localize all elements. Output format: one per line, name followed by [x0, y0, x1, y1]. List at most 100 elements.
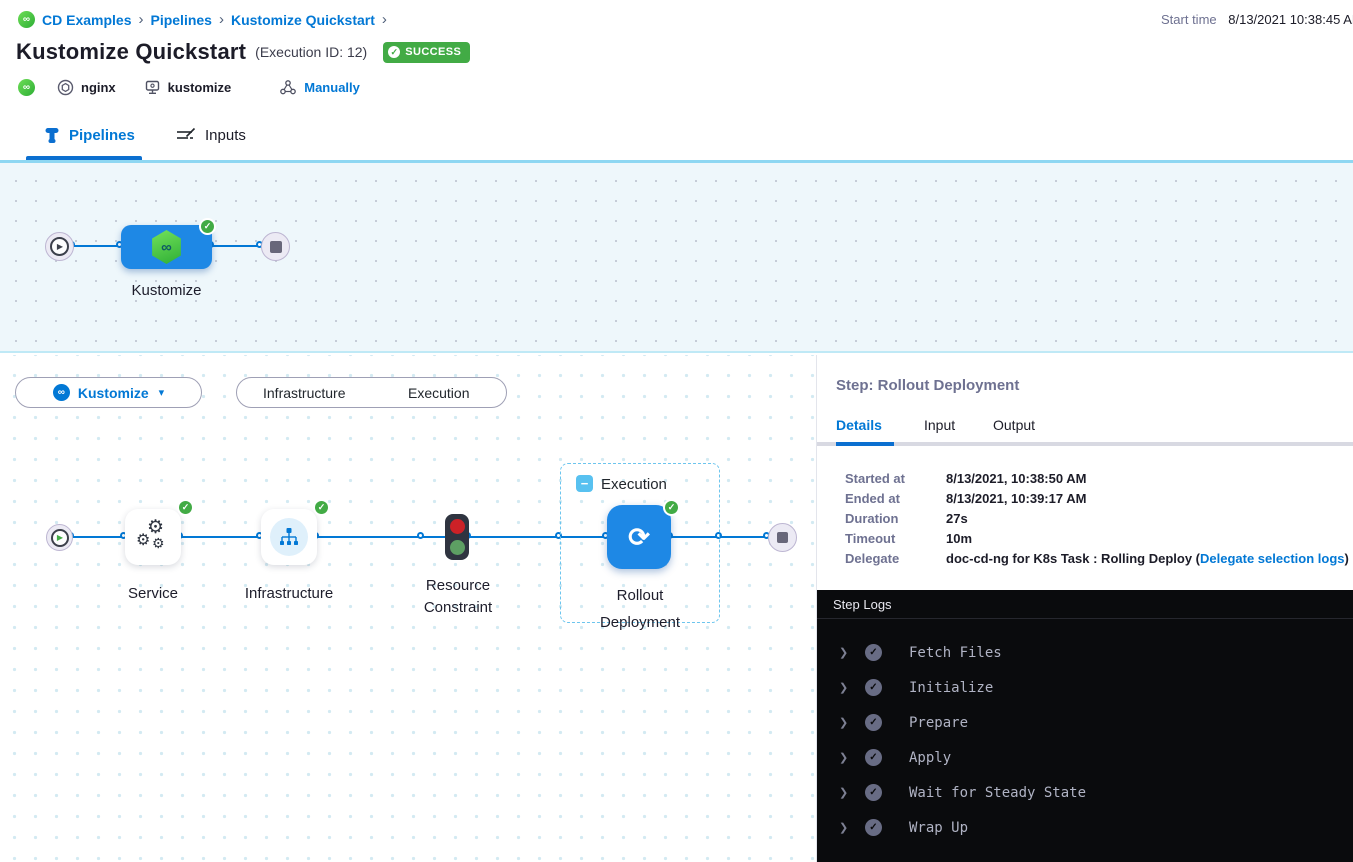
breadcrumb-pipelines[interactable]: Pipelines	[150, 11, 212, 28]
tab-inputs-label: Inputs	[205, 126, 246, 144]
step-detail-fields: Started at 8/13/2021, 10:38:50 AM Ended …	[845, 468, 1349, 568]
log-section-label: Prepare	[909, 714, 969, 731]
log-success-icon: ✓	[865, 644, 882, 661]
field-row-delegate: Delegate doc-cd-ng for K8s Task : Rollin…	[845, 548, 1349, 568]
tab-inputs[interactable]: Inputs	[176, 110, 246, 160]
stage-success-icon: ✓	[199, 218, 216, 235]
delegate-text: doc-cd-ng for K8s Task : Rolling Deploy …	[946, 550, 1200, 566]
log-row-initialize[interactable]: ❯ ✓ Initialize	[817, 670, 1353, 705]
log-row-wait-for-steady-state[interactable]: ❯ ✓ Wait for Steady State	[817, 775, 1353, 810]
node-label-service: Service	[127, 585, 179, 602]
log-section-label: Wait for Steady State	[909, 784, 1087, 801]
execution-detail-section: ∞ Kustomize ▾ Infrastructure Execution	[0, 355, 1353, 862]
expand-chevron-icon[interactable]: ❯	[839, 787, 849, 799]
breadcrumb: ∞ CD Examples › Pipelines › Kustomize Qu…	[18, 11, 387, 28]
breadcrumb-separator-icon: ›	[218, 11, 224, 28]
panel-tab-bar	[817, 442, 1353, 446]
field-row: Started at 8/13/2021, 10:38:50 AM	[845, 468, 1345, 488]
field-value-delegate: doc-cd-ng for K8s Task : Rolling Deploy …	[946, 551, 1349, 566]
log-section-label: Apply	[909, 749, 952, 766]
node-infrastructure[interactable]	[261, 509, 317, 565]
execution-graph-canvas[interactable]: ∞ Kustomize ▾ Infrastructure Execution	[0, 355, 816, 862]
field-label: Delegate	[845, 550, 900, 566]
service-icon	[57, 79, 74, 96]
step-details-panel: Step: Rollout Deployment Details Input O…	[816, 355, 1353, 862]
breadcrumb-cd-examples[interactable]: CD Examples	[42, 11, 132, 28]
rollout-icon: ⟳	[628, 522, 650, 552]
start-time-label: Start time	[1161, 12, 1217, 27]
step-panel-title: Step: Rollout Deployment	[836, 377, 1020, 394]
field-value: 8/13/2021, 10:39:17 AM	[946, 490, 1087, 506]
log-row-fetch-files[interactable]: ❯ ✓ Fetch Files	[817, 635, 1353, 670]
node-success-icon: ✓	[177, 499, 194, 516]
node-success-icon: ✓	[313, 499, 330, 516]
start-time-value: 8/13/2021 10:38:45 AM	[1228, 12, 1353, 27]
trigger-type[interactable]: Manually	[304, 79, 360, 95]
breadcrumb-kustomize-quickstart[interactable]: Kustomize Quickstart	[230, 11, 375, 28]
node-rollout-deployment[interactable]: ⟳	[607, 505, 671, 569]
trigger-icon	[279, 79, 297, 96]
log-success-icon: ✓	[865, 679, 882, 696]
log-row-wrap-up[interactable]: ❯ ✓ Wrap Up	[817, 810, 1353, 845]
expand-chevron-icon[interactable]: ❯	[839, 717, 849, 729]
expand-chevron-icon[interactable]: ❯	[839, 647, 849, 659]
cd-stage-icon: ∞	[152, 230, 181, 264]
field-row: Duration 27s	[845, 508, 1345, 528]
page-title: Kustomize Quickstart	[16, 39, 247, 64]
node-label-infrastructure: Infrastructure	[244, 585, 334, 602]
field-label: Ended at	[845, 490, 900, 506]
node-service[interactable]: ⚙ ⚙ ⚙	[125, 509, 181, 565]
expand-chevron-icon[interactable]: ❯	[839, 752, 849, 764]
stop-icon	[777, 532, 788, 543]
view-toggle: Infrastructure Execution	[236, 377, 507, 408]
stage-node-label: Kustomize	[131, 282, 202, 299]
breadcrumb-separator-icon: ›	[138, 11, 144, 28]
port-dot	[555, 532, 562, 539]
node-resource-constraint[interactable]	[445, 514, 469, 560]
status-badge: ✓ SUCCESS	[383, 41, 471, 63]
log-row-prepare[interactable]: ❯ ✓ Prepare	[817, 705, 1353, 740]
execution-end-button[interactable]	[768, 523, 797, 552]
red-light-icon	[449, 519, 465, 535]
port-dot	[715, 532, 722, 539]
stage-node-kustomize[interactable]: ∞	[121, 225, 212, 269]
panel-tab-details[interactable]: Details	[836, 417, 882, 433]
node-label-resource-constraint: Resource Constraint	[423, 577, 493, 616]
tab-pipelines[interactable]: Pipelines	[44, 110, 135, 160]
cd-module-icon: ∞	[52, 384, 70, 401]
tab-pipelines-label: Pipelines	[69, 126, 135, 144]
status-badge-label: SUCCESS	[405, 46, 462, 58]
panel-tab-output[interactable]: Output	[993, 417, 1036, 433]
cd-module-icon: ∞	[18, 11, 35, 28]
sitemap-icon	[270, 518, 308, 556]
stage-end-button[interactable]	[261, 232, 290, 261]
collapse-group-icon[interactable]: −	[576, 475, 593, 492]
main-tabbar: Pipelines Inputs	[0, 110, 1353, 160]
log-success-icon: ✓	[865, 819, 882, 836]
edge	[469, 536, 607, 538]
log-row-apply[interactable]: ❯ ✓ Apply	[817, 740, 1353, 775]
panel-tab-input[interactable]: Input	[924, 417, 956, 433]
execution-step-group[interactable]	[560, 463, 720, 623]
toggle-execution[interactable]: Execution	[408, 384, 470, 401]
stage-start-button[interactable]: ▶	[45, 232, 74, 261]
stage-graph-canvas[interactable]: ▶ ∞ ✓ Kustomize	[0, 160, 1353, 353]
log-success-icon: ✓	[865, 714, 882, 731]
log-rows: ❯ ✓ Fetch Files ❯ ✓ Initialize ❯ ✓ Prepa…	[817, 619, 1353, 845]
edge	[72, 536, 125, 538]
node-success-icon: ✓	[663, 499, 680, 516]
service-name[interactable]: nginx	[81, 79, 116, 95]
delegate-text: )	[1344, 550, 1349, 566]
environment-name[interactable]: kustomize	[167, 79, 232, 95]
breadcrumb-separator-icon: ›	[381, 11, 387, 28]
delegate-selection-logs-link[interactable]: Delegate selection logs	[1200, 550, 1345, 566]
execution-start-button[interactable]: ▶	[46, 524, 73, 551]
field-label: Started at	[845, 470, 905, 486]
expand-chevron-icon[interactable]: ❯	[839, 682, 849, 694]
field-row: Timeout 10m	[845, 528, 1345, 548]
expand-chevron-icon[interactable]: ❯	[839, 822, 849, 834]
stage-selector-dropdown[interactable]: ∞ Kustomize ▾	[15, 377, 202, 408]
toggle-infrastructure[interactable]: Infrastructure	[263, 384, 346, 401]
log-section-label: Fetch Files	[909, 644, 1002, 661]
